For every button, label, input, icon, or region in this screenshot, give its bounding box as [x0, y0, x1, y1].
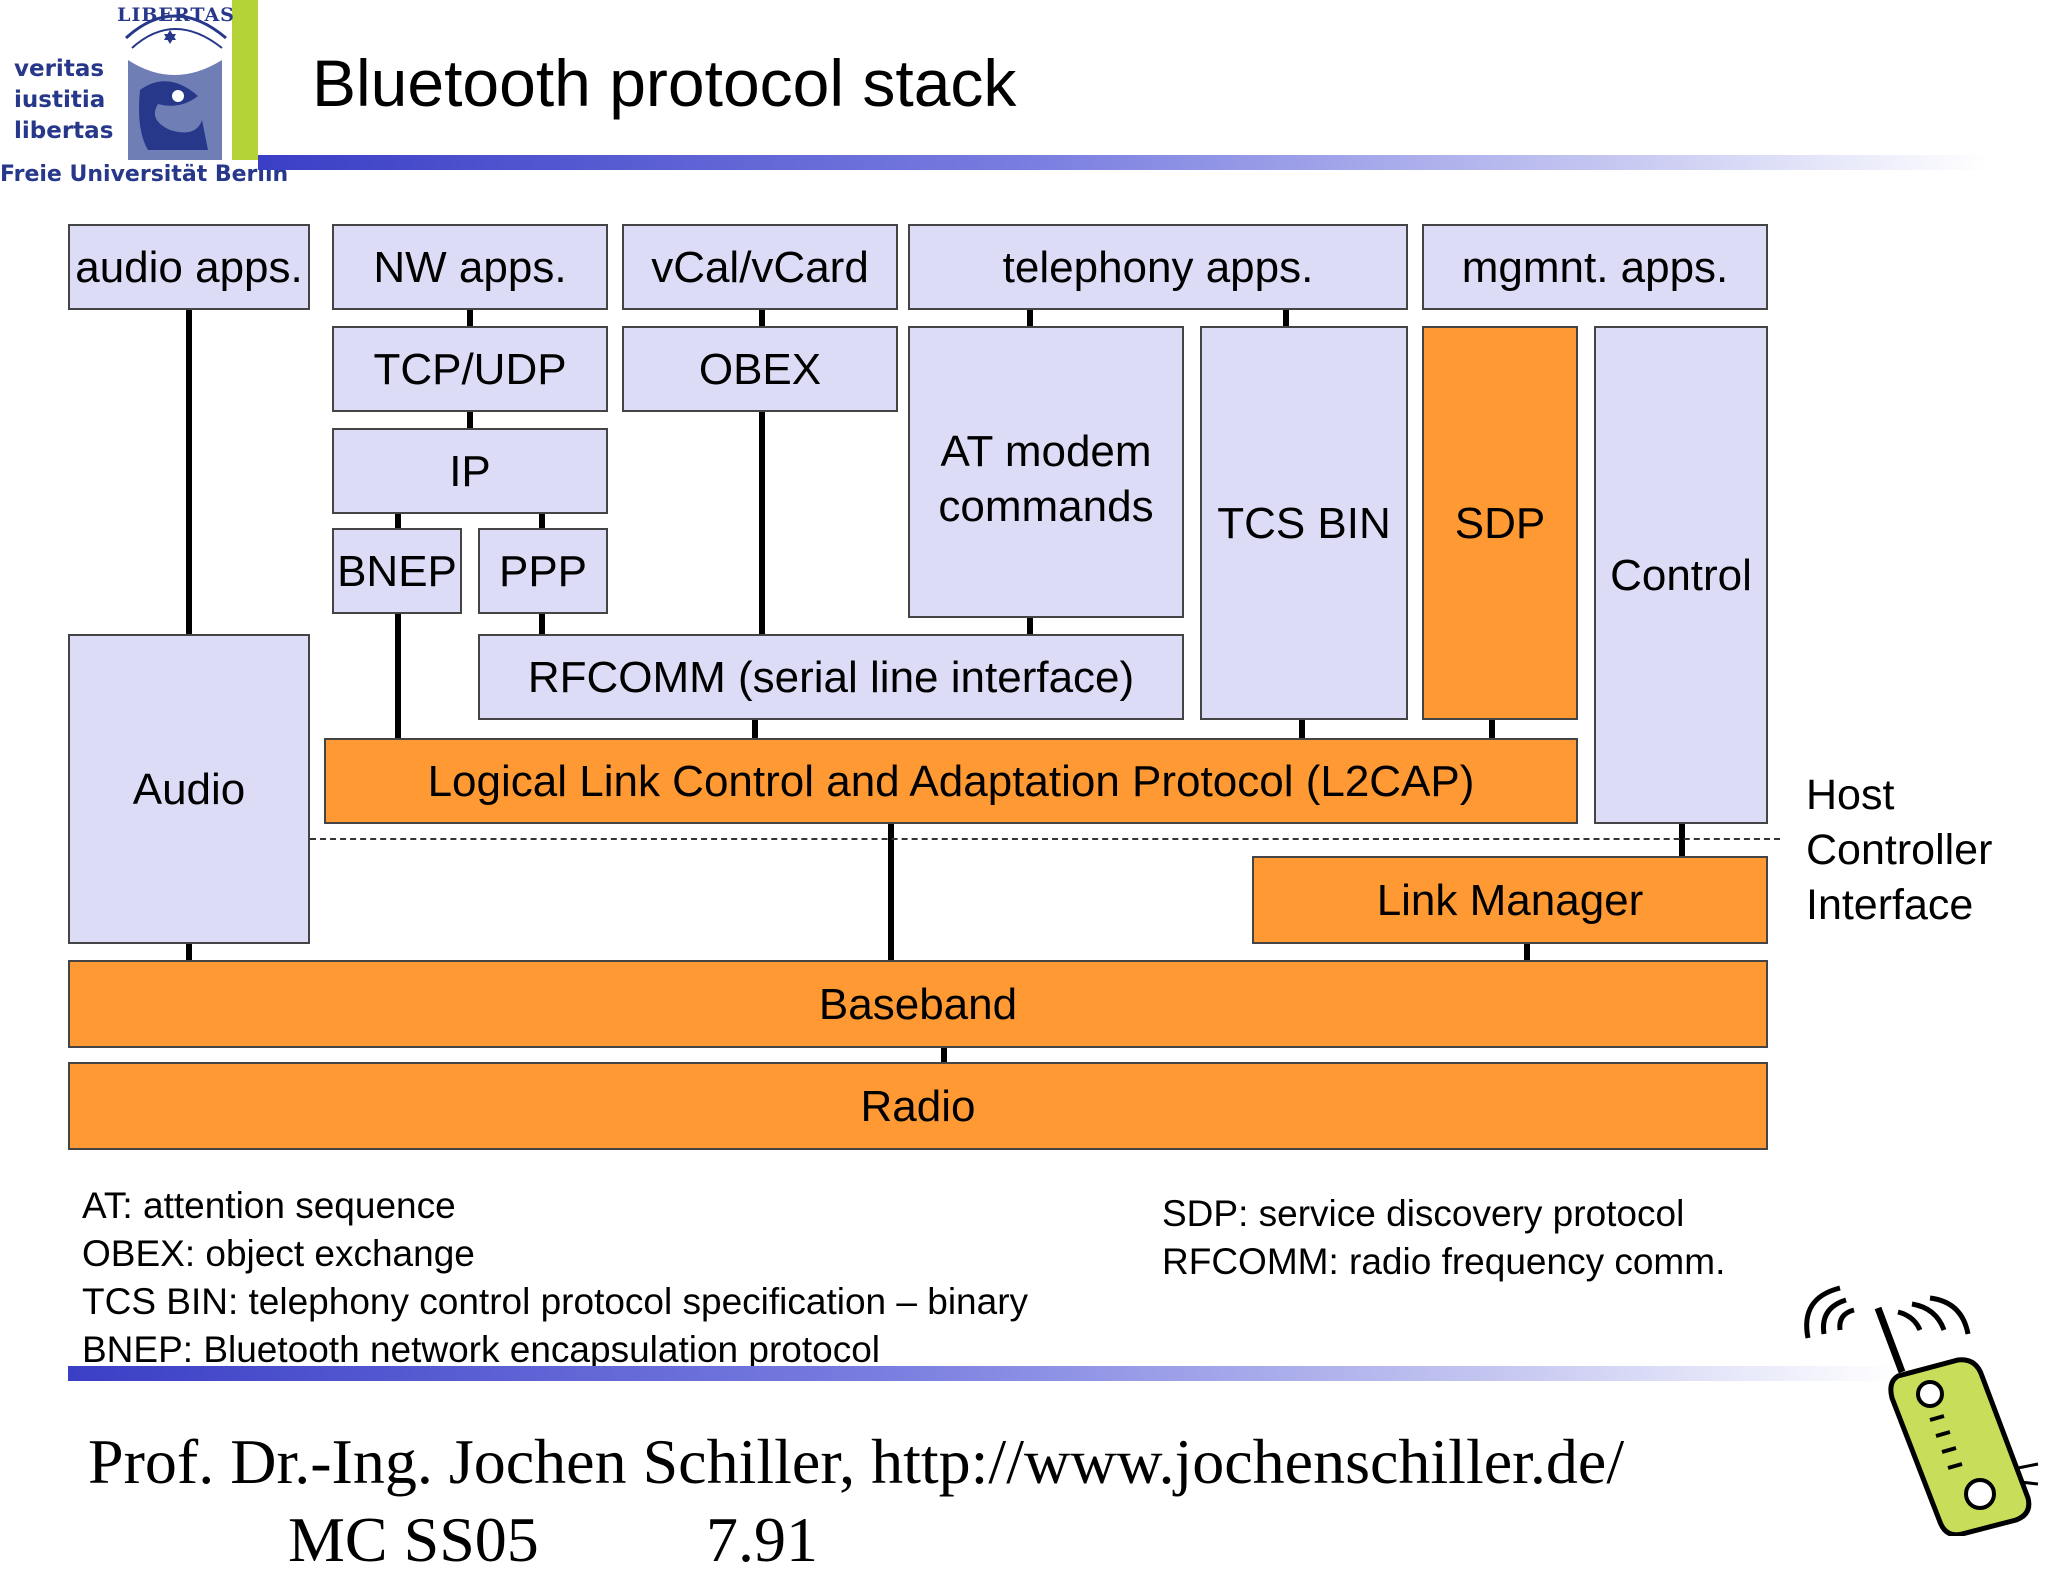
box-nw-apps: NW apps. [332, 224, 608, 310]
hci-label-line-3: Interface [1806, 881, 1974, 929]
box-bnep: BNEP [332, 528, 462, 614]
box-radio: Radio [68, 1062, 1768, 1150]
legend-obex: OBEX: object exchange [82, 1233, 475, 1274]
box-mgmnt-apps-label: mgmnt. apps. [1461, 242, 1729, 292]
footer-course: MC SS05 [288, 1504, 539, 1575]
legend-sdp: SDP: service discovery protocol [1162, 1193, 1685, 1234]
box-tcs-bin-label: TCS BIN [1217, 498, 1391, 548]
conn-ip-bnep [395, 512, 401, 530]
box-telephony-apps: telephony apps. [908, 224, 1408, 310]
legend-rfcomm: RFCOMM: radio frequency comm. [1162, 1241, 1726, 1282]
header-rule [258, 155, 1988, 170]
page-title: Bluetooth protocol stack [312, 46, 1017, 120]
box-mgmnt-apps: mgmnt. apps. [1422, 224, 1768, 310]
university-name: Freie Universität Berlin [0, 162, 289, 187]
conn-baseband-radio [941, 1046, 947, 1064]
box-vcal-vcard-label: vCal/vCard [651, 242, 869, 292]
box-audio-apps-label: audio apps. [75, 242, 303, 292]
box-baseband: Baseband [68, 960, 1768, 1048]
box-audio-label: Audio [132, 764, 246, 814]
box-ip-label: IP [449, 446, 491, 496]
seal-lettering: LIBERTAS [117, 2, 234, 28]
logo-block: veritas iustitia libertas LIBERTAS Freie… [0, 0, 288, 190]
footer-rule [68, 1366, 1898, 1381]
conn-l2cap-baseband [888, 822, 894, 960]
box-tcp-udp-label: TCP/UDP [373, 344, 567, 394]
hci-label: Host Controller Interface [1806, 768, 1992, 933]
conn-tcs-l2cap [1299, 718, 1305, 740]
legend-left: AT: attention sequence OBEX: object exch… [82, 1182, 1028, 1374]
box-obex: OBEX [622, 326, 898, 412]
hci-label-line-2: Controller [1806, 826, 1993, 874]
box-ppp-label: PPP [498, 546, 588, 596]
box-rfcomm: RFCOMM (serial line interface) [478, 634, 1184, 720]
conn-bnep-l2cap [395, 612, 401, 740]
conn-ip-ppp [539, 512, 545, 530]
hci-label-line-1: Host [1806, 771, 1895, 819]
conn-obex-rfcomm [759, 410, 765, 638]
legend-right: SDP: service discovery protocol RFCOMM: … [1162, 1190, 1725, 1286]
box-rfcomm-label: RFCOMM (serial line interface) [527, 652, 1135, 702]
box-ppp: PPP [478, 528, 608, 614]
legend-tcs: TCS BIN: telephony control protocol spec… [82, 1281, 1029, 1322]
conn-vcal-obex [759, 308, 765, 328]
box-audio-apps: audio apps. [68, 224, 310, 310]
box-tcp-udp: TCP/UDP [332, 326, 608, 412]
box-telephony-apps-label: telephony apps. [1002, 242, 1314, 292]
at-modem-text: AT modem commands [938, 424, 1153, 534]
conn-audioapps-audio [186, 308, 192, 636]
logo-motto-line-3: libertas [14, 118, 114, 144]
hci-boundary-line [310, 838, 1780, 840]
logo-motto-line-2: iustitia [14, 87, 106, 113]
footer-author-url: Prof. Dr.-Ing. Jochen Schiller, http://w… [88, 1426, 1625, 1497]
box-ip: IP [332, 428, 608, 514]
university-seal-icon [118, 0, 230, 160]
box-control: Control [1594, 326, 1768, 824]
conn-rfcomm-l2cap [752, 718, 758, 740]
seal-lettering-text: LIBERTAS [117, 4, 235, 26]
box-nw-apps-label: NW apps. [373, 242, 567, 292]
box-sdp-label: SDP [1454, 498, 1546, 548]
conn-at-rfcomm [1027, 616, 1033, 638]
box-tcs-bin: TCS BIN [1200, 326, 1408, 720]
logo-lime-bar [232, 0, 258, 160]
conn-tel-at [1027, 308, 1033, 328]
at-modem-line-2: commands [938, 482, 1154, 531]
mobile-phone-icon [1804, 1285, 2039, 1536]
conn-ppp-rfcomm [539, 612, 545, 638]
box-at-modem-commands: AT modem commands [908, 326, 1184, 618]
box-control-label: Control [1610, 550, 1752, 600]
box-vcal-vcard: vCal/vCard [622, 224, 898, 310]
conn-audio-baseband [186, 942, 192, 960]
box-radio-label: Radio [860, 1081, 976, 1131]
box-sdp: SDP [1422, 326, 1578, 720]
logo-motto: veritas iustitia libertas [14, 54, 113, 147]
logo-motto-line-1: veritas [14, 56, 105, 82]
footer-page-number: 7.91 [706, 1504, 818, 1575]
legend-bnep: BNEP: Bluetooth network encapsulation pr… [82, 1329, 881, 1370]
box-link-manager-label: Link Manager [1376, 875, 1644, 925]
legend-at: AT: attention sequence [82, 1185, 456, 1226]
conn-lm-baseband [1524, 942, 1530, 960]
box-l2cap: Logical Link Control and Adaptation Prot… [324, 738, 1578, 824]
box-bnep-label: BNEP [337, 546, 457, 596]
conn-sdp-l2cap [1489, 718, 1495, 740]
box-obex-label: OBEX [698, 344, 822, 394]
at-modem-line-1: AT modem [940, 427, 1152, 476]
box-baseband-label: Baseband [818, 979, 1018, 1029]
box-audio: Audio [68, 634, 310, 944]
conn-tel-tcs [1283, 308, 1289, 328]
box-link-manager: Link Manager [1252, 856, 1768, 944]
conn-tcp-ip [467, 410, 473, 430]
conn-nw-tcp [467, 308, 473, 328]
box-l2cap-label: Logical Link Control and Adaptation Prot… [427, 756, 1475, 806]
